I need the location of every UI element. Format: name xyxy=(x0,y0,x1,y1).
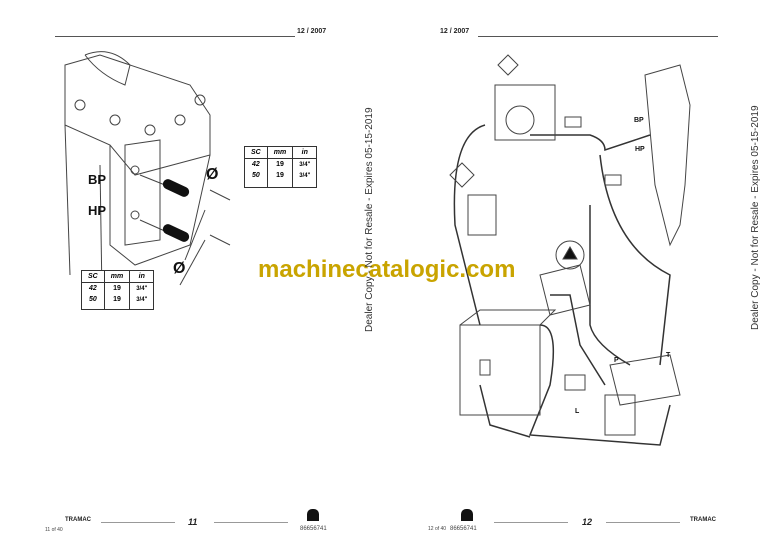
page-number-right: 12 xyxy=(582,517,593,527)
header-date-left: 12 / 2007 xyxy=(297,28,327,35)
cell: 3/4" xyxy=(292,170,318,188)
header-rule-left xyxy=(55,36,295,37)
col-mm: mm xyxy=(103,270,131,283)
footer-rule xyxy=(606,522,680,523)
footer-code-left: 86656741 xyxy=(300,526,327,532)
cell: 42 xyxy=(81,282,105,294)
hammer-connection-illustration xyxy=(64,51,231,295)
watermark: machinecatalogic.com xyxy=(258,256,516,283)
col-mm: mm xyxy=(266,146,294,159)
cell: 3/4" xyxy=(129,294,155,310)
cell: 19 xyxy=(266,170,294,188)
bp-label: BP xyxy=(88,172,107,187)
header-date-right: 12 / 2007 xyxy=(440,28,470,35)
footer-rule xyxy=(494,522,568,523)
footer-code-right: 86656741 xyxy=(450,526,477,532)
footer-page-of-left: 11 of 40 xyxy=(45,527,63,533)
diameter-symbol-bottom: Ø xyxy=(173,260,186,277)
cell: 42 xyxy=(244,158,268,170)
page-number-left: 11 xyxy=(188,517,198,527)
hydraulic-circuit-diagram xyxy=(449,54,691,446)
col-in: in xyxy=(129,270,155,283)
col-sc: SC xyxy=(244,146,268,159)
hp-label: HP xyxy=(88,203,107,218)
footer-rule xyxy=(101,522,175,523)
cell: 19 xyxy=(103,294,131,310)
footer-brand-right: TRAMAC xyxy=(690,517,716,523)
col-sc: SC xyxy=(81,270,105,283)
l-line-label: L xyxy=(575,408,580,415)
cell: 19 xyxy=(103,282,131,294)
footer-page-of-right: 12 of 40 xyxy=(428,526,447,532)
t-port-label: T xyxy=(666,352,671,359)
hp-label-right: HP xyxy=(635,146,645,153)
cell: 19 xyxy=(266,158,294,170)
cell: 3/4" xyxy=(129,282,155,294)
diameter-symbol-top: Ø xyxy=(206,166,219,183)
header-rule-right xyxy=(478,36,718,37)
col-in: in xyxy=(292,146,318,159)
p-port-label: P xyxy=(614,357,619,364)
cell: 3/4" xyxy=(292,158,318,170)
side-notice-left: Dealer Copy - Not for Resale - Expires 0… xyxy=(364,107,375,332)
tramac-logo-icon xyxy=(307,509,319,521)
side-notice-right: Dealer Copy - Not for Resale - Expires 0… xyxy=(750,105,761,330)
footer-rule xyxy=(214,522,288,523)
cell: 50 xyxy=(81,294,105,310)
bp-label-right: BP xyxy=(634,117,644,124)
cell: 50 xyxy=(244,170,268,188)
tramac-logo-icon xyxy=(461,509,473,521)
footer-brand-left: TRAMAC xyxy=(65,517,91,523)
